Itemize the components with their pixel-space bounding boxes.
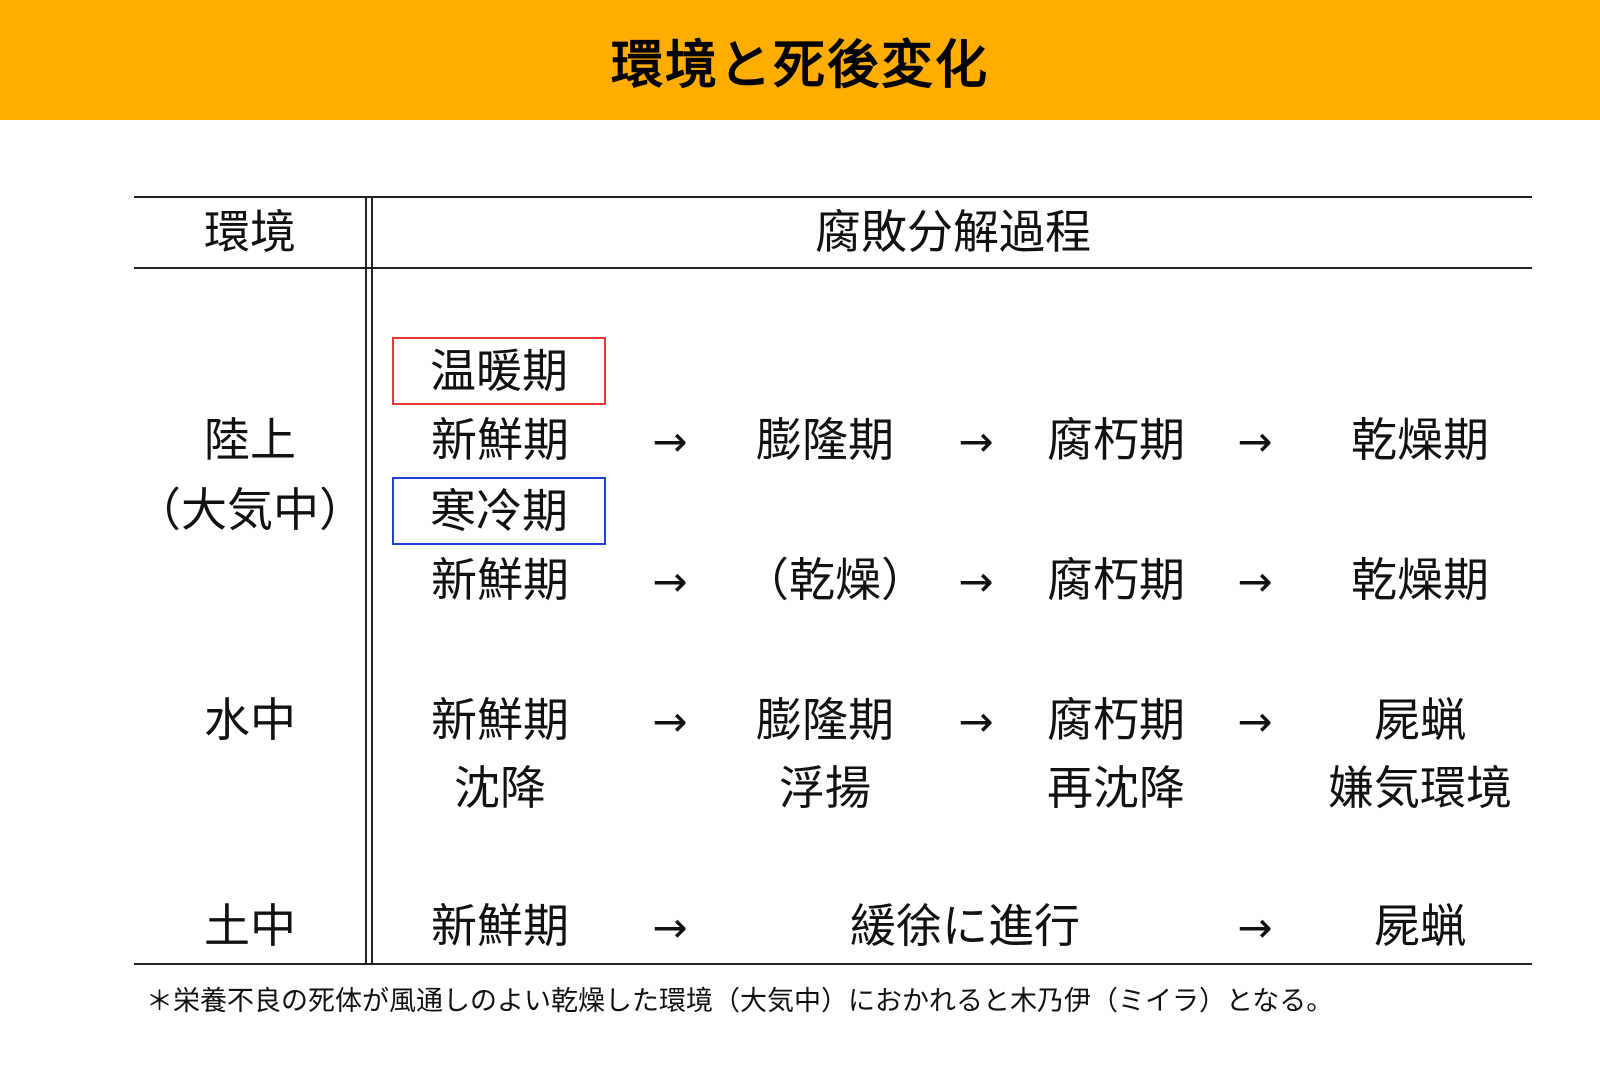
warm-step-bloat: 膨隆期 <box>756 413 894 467</box>
water-step-fresh: 新鮮期 <box>431 693 569 747</box>
soil-step-fresh: 新鮮期 <box>431 899 569 953</box>
water-note-float: 浮揚 <box>779 761 871 815</box>
arrow-icon: → <box>958 417 994 466</box>
header-environment: 環境 <box>204 205 296 259</box>
cold-step-dry-paren: （乾燥） <box>743 553 927 607</box>
arrow-icon: → <box>1237 697 1273 746</box>
table-top-rule <box>134 196 1532 198</box>
soil-step-slow: 緩徐に進行 <box>850 899 1080 953</box>
soil-step-adipocere: 屍蝋 <box>1374 899 1466 953</box>
header-process: 腐敗分解過程 <box>815 205 1091 259</box>
footnote: ＊栄養不良の死体が風通しのよい乾燥した環境（大気中）におかれると木乃伊（ミイラ）… <box>146 986 1334 1017</box>
env-land-air: （大気中） <box>135 483 365 537</box>
warm-period-box <box>392 337 606 405</box>
table-header-rule <box>134 267 1532 269</box>
cold-period-label: 寒冷期 <box>430 484 568 538</box>
cold-step-dry: 乾燥期 <box>1351 553 1489 607</box>
env-water: 水中 <box>204 693 296 747</box>
env-soil: 土中 <box>204 899 296 953</box>
water-step-adipocere: 屍蝋 <box>1374 693 1466 747</box>
cold-step-decay: 腐朽期 <box>1047 553 1185 607</box>
arrow-icon: → <box>1237 417 1273 466</box>
water-note-sink: 沈降 <box>454 761 546 815</box>
arrow-icon: → <box>958 557 994 606</box>
slide-title: 環境と死後変化 <box>610 35 989 96</box>
env-land: 陸上 <box>204 413 296 467</box>
cold-step-fresh: 新鮮期 <box>431 553 569 607</box>
cold-period-box <box>392 477 606 545</box>
warm-step-decay: 腐朽期 <box>1047 413 1185 467</box>
column-divider-right <box>371 197 373 964</box>
warm-step-fresh: 新鮮期 <box>431 413 569 467</box>
arrow-icon: → <box>652 697 688 746</box>
warm-period-label: 温暖期 <box>430 344 568 398</box>
arrow-icon: → <box>652 557 688 606</box>
arrow-icon: → <box>1237 557 1273 606</box>
table-bottom-rule <box>134 963 1532 965</box>
water-step-bloat: 膨隆期 <box>756 693 894 747</box>
water-note-resink: 再沈降 <box>1047 761 1185 815</box>
column-divider-left <box>365 197 367 964</box>
arrow-icon: → <box>1237 903 1273 952</box>
title-bar: 環境と死後変化 <box>0 0 1600 120</box>
arrow-icon: → <box>958 697 994 746</box>
warm-step-dry: 乾燥期 <box>1351 413 1489 467</box>
arrow-icon: → <box>652 417 688 466</box>
arrow-icon: → <box>652 903 688 952</box>
water-note-anaerobic: 嫌気環境 <box>1328 761 1512 815</box>
water-step-decay: 腐朽期 <box>1047 693 1185 747</box>
